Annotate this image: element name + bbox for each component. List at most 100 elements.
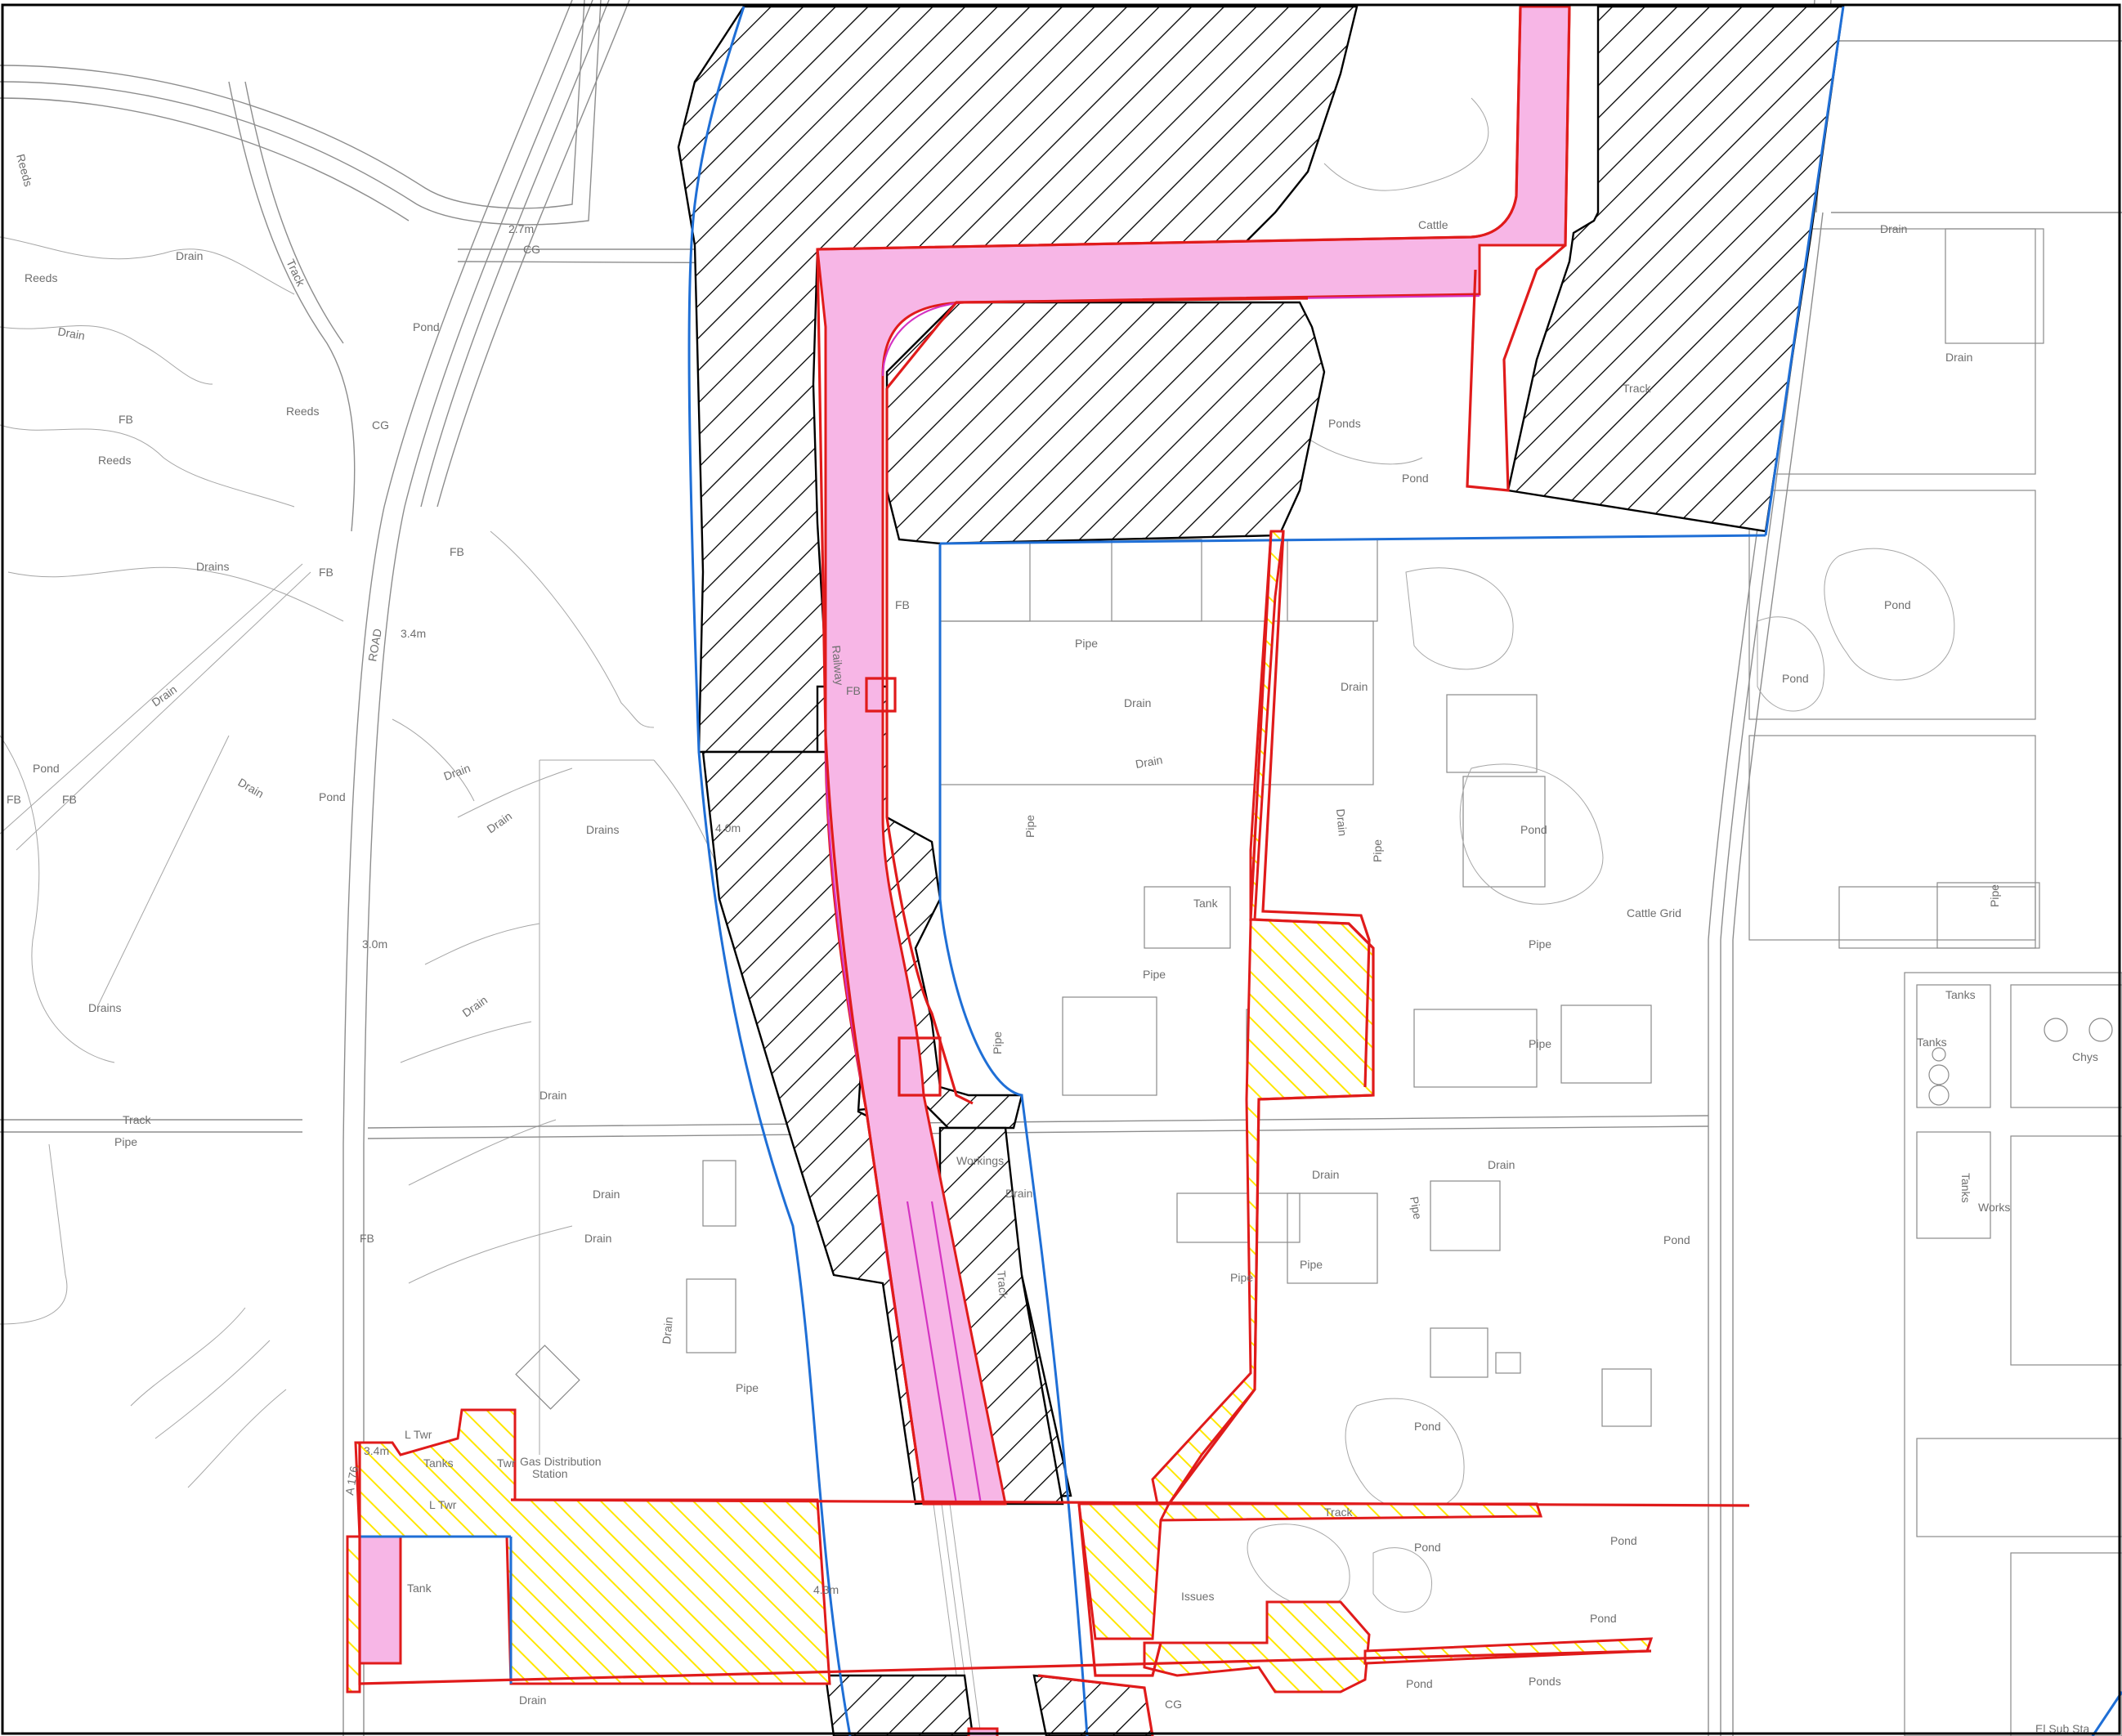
label-cattle-grid: Cattle Grid — [1627, 906, 1681, 919]
hatched-area-bottom-b — [1032, 1674, 1154, 1736]
label-tanks-2: Tanks — [1945, 988, 1976, 1001]
hatched-area-north-center — [885, 301, 1326, 545]
label-fb-3: FB — [62, 793, 77, 806]
label-cg-3: CG — [1165, 1698, 1182, 1711]
label-pipe-12: Pipe — [1408, 1196, 1425, 1221]
hatched-area-bottom-a — [824, 1674, 974, 1736]
yellow-areas-layer — [346, 530, 1654, 1693]
label-cattle: Cattle — [1418, 218, 1448, 231]
label-drain-8: Drain — [539, 1089, 566, 1102]
label-fb-8: FB — [895, 598, 910, 611]
yellow-strip-cg — [1077, 1502, 1171, 1640]
label-drains-2: Drains — [88, 1001, 121, 1014]
label-reeds-4: Reeds — [14, 153, 35, 188]
label-fb-5: FB — [319, 566, 334, 579]
label-issues: Issues — [1181, 1590, 1214, 1603]
yellow-corridor-vertical — [1151, 530, 1543, 1522]
label-spot-34a: 3.4m — [401, 627, 426, 640]
label-drain-12: Drain — [1124, 696, 1151, 709]
label-pipe-3: Pipe — [1529, 937, 1551, 951]
label-chys: Chys — [2072, 1050, 2098, 1063]
label-drain-10: Drain — [584, 1232, 611, 1245]
label-spot-40: 4.0m — [715, 821, 741, 834]
label-tanks-3: Tanks — [1917, 1036, 1947, 1049]
label-pond-3: Pond — [413, 320, 440, 333]
label-pond-4: Pond — [1520, 823, 1547, 836]
label-track-4: Track — [1324, 1506, 1353, 1519]
label-pipe-11: Pipe — [991, 1031, 1004, 1054]
label-drain-7: Drain — [460, 993, 490, 1019]
label-drains-3: Drains — [586, 823, 619, 836]
label-drain-19: Drain — [1880, 222, 1907, 235]
label-drain-3: Drain — [150, 682, 180, 709]
label-tank-2: Tank — [407, 1582, 432, 1595]
label-drain-13: Drain — [1341, 680, 1368, 693]
label-spot-34b: 3.4m — [364, 1444, 389, 1457]
label-pipe-6: Pipe — [1230, 1271, 1253, 1284]
label-pond-7: Pond — [1782, 672, 1809, 685]
boundary-lines-layer — [358, 6, 2122, 1736]
label-pipe-5: Pipe — [1143, 968, 1166, 981]
label-drain-17: Drain — [1312, 1168, 1339, 1181]
label-fb-2: FB — [7, 793, 21, 806]
label-a176: A 176 — [342, 1465, 360, 1496]
label-fb-1: FB — [119, 413, 133, 426]
label-spot-27: 2.7m — [508, 222, 534, 235]
label-pond-6: Pond — [1884, 598, 1911, 611]
label-ponds-1: Ponds — [1328, 417, 1361, 430]
label-pond-11: Pond — [1610, 1534, 1637, 1547]
label-twr: Twr — [497, 1456, 516, 1470]
yellow-area-south-node — [1143, 1600, 1371, 1693]
label-pond-13: Pond — [1406, 1677, 1433, 1690]
label-pipe-1: Pipe — [114, 1135, 137, 1148]
label-drain-20: Drain — [1945, 351, 1972, 364]
label-workings: Workings — [956, 1154, 1004, 1167]
label-drain-11: Drain — [660, 1317, 675, 1345]
label-ponds-2: Ponds — [1529, 1675, 1561, 1688]
label-tanks-1: Tanks — [423, 1456, 454, 1470]
hatched-area-north-west — [677, 5, 1359, 754]
label-drain-6: Drain — [485, 809, 515, 835]
label-pond-2: Pond — [319, 790, 346, 803]
label-pond-1: Pond — [33, 762, 60, 775]
label-ltwr-2: L Twr — [429, 1498, 457, 1511]
label-track-3: Track — [1623, 382, 1651, 395]
label-pond-8: Pond — [1663, 1233, 1690, 1246]
label-pipe-10: Pipe — [1371, 839, 1384, 862]
map-labels: Reeds Reeds Reeds Reeds Drain Drain Drai… — [7, 153, 2098, 1735]
yellow-area-gas-station — [354, 1408, 831, 1685]
label-fb-7: FB — [846, 684, 861, 697]
label-works: Works — [1978, 1201, 2010, 1214]
label-pipe-4: Pipe — [1529, 1037, 1551, 1050]
label-track-5: Track — [995, 1270, 1010, 1300]
label-drain-5: Drain — [442, 761, 472, 782]
label-drain-18: Drain — [1488, 1158, 1515, 1171]
label-pond-10: Pond — [1414, 1541, 1441, 1554]
label-railway: Railway — [830, 645, 846, 686]
blue-boundary-west — [687, 6, 852, 1736]
label-drains-1: Drains — [196, 560, 229, 573]
label-spot-30: 3.0m — [362, 937, 387, 951]
label-pond-9: Pond — [1414, 1420, 1441, 1433]
label-pipe-8: Pipe — [736, 1381, 759, 1394]
label-gas-1: Gas Distribution — [520, 1455, 602, 1468]
label-track-2: Track — [284, 257, 307, 289]
red-boundary-main — [817, 6, 1522, 251]
blue-boundary-east — [1764, 6, 1845, 536]
label-tank-1: Tank — [1193, 897, 1219, 910]
pink-small-tank — [358, 1531, 402, 1665]
label-pond-12: Pond — [1590, 1612, 1617, 1625]
label-pipe-2: Pipe — [1075, 637, 1098, 650]
label-reeds-2: Reeds — [286, 405, 319, 418]
label-cg-2: CG — [372, 418, 389, 432]
yellow-area-left-strip — [346, 1535, 361, 1693]
label-pipe-7: Pipe — [1300, 1258, 1323, 1271]
label-road: ROAD — [365, 628, 384, 663]
label-fb-4: FB — [450, 545, 464, 558]
pink-corridor — [816, 5, 1571, 1506]
label-pipe-9: Pipe — [1023, 815, 1036, 838]
label-drain-9: Drain — [593, 1188, 620, 1201]
map-frame — [1, 3, 2121, 1735]
